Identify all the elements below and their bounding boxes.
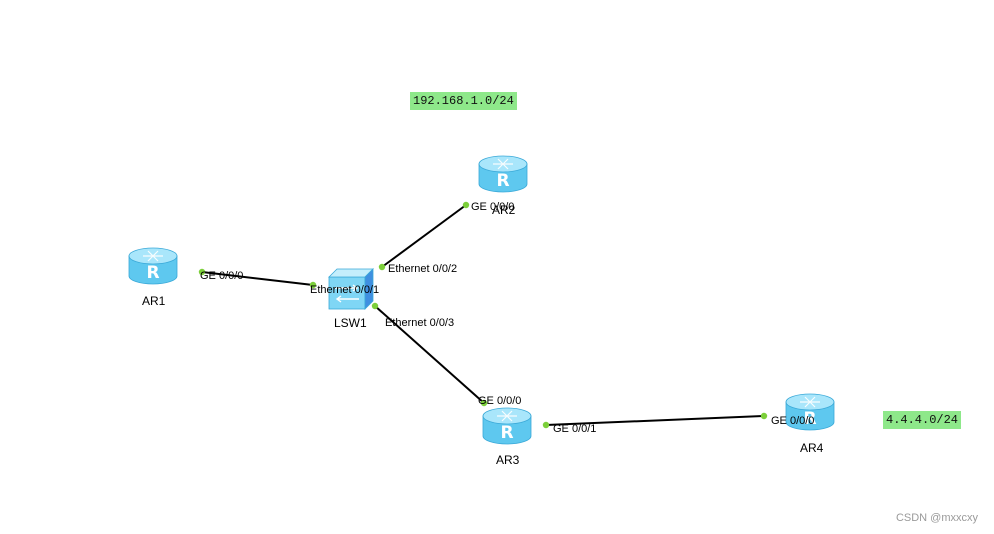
device-name-ar4: AR4	[800, 441, 824, 455]
network-label-lan: 192.168.1.0/24	[410, 92, 517, 110]
link-lsw1-ar2[interactable]	[381, 204, 467, 268]
port-dot[interactable]	[309, 281, 317, 289]
switch-icon-lsw1[interactable]	[328, 268, 374, 310]
port-label-ar3-ge000: GE 0/0/0	[478, 395, 522, 407]
router-icon-ar2[interactable]: R	[478, 155, 528, 193]
port-label-lsw1-eth003: Ethernet 0/0/3	[385, 317, 455, 329]
router-glyph: R	[803, 409, 816, 429]
router-icon-ar1[interactable]: R	[128, 247, 178, 285]
router-glyph: R	[496, 171, 509, 191]
devices-layer: R R R R	[128, 155, 835, 445]
router-icon-ar4[interactable]: R	[785, 393, 835, 431]
port-dot[interactable]	[542, 421, 550, 429]
device-name-lsw1: LSW1	[334, 316, 367, 330]
watermark: CSDN @mxxcxy	[895, 512, 978, 524]
port-dot[interactable]	[462, 201, 470, 209]
links-layer	[201, 204, 765, 426]
link-lsw1-ar3[interactable]	[374, 305, 485, 404]
link-ar3-ar4[interactable]	[545, 415, 765, 426]
port-dot[interactable]	[198, 268, 206, 276]
device-name-ar1: AR1	[142, 294, 166, 308]
port-label-lsw1-eth002: Ethernet 0/0/2	[388, 263, 458, 275]
link-ar1-lsw1[interactable]	[201, 271, 314, 286]
port-dot[interactable]	[378, 263, 386, 271]
router-glyph: R	[146, 263, 159, 283]
network-label-ar4: 4.4.4.0/24	[883, 411, 962, 429]
port-dot[interactable]	[371, 302, 379, 310]
port-label-ar1-ge000: GE 0/0/0	[200, 270, 244, 282]
port-label-ar3-ge001: GE 0/0/1	[553, 423, 597, 435]
router-icon-ar3[interactable]: R	[482, 407, 532, 445]
port-dot[interactable]	[480, 399, 488, 407]
router-glyph: R	[500, 423, 513, 443]
port-label-lsw1-eth001: Ethernet 0/0/1	[310, 284, 380, 296]
port-dot[interactable]	[760, 412, 768, 420]
port-label-ar2-ge000: GE 0/0/0	[471, 201, 515, 213]
device-name-ar2: AR2	[492, 203, 516, 217]
port-dots-layer	[198, 201, 768, 429]
port-label-ar4-ge000: GE 0/0/0	[771, 415, 815, 427]
device-name-ar3: AR3	[496, 453, 520, 467]
